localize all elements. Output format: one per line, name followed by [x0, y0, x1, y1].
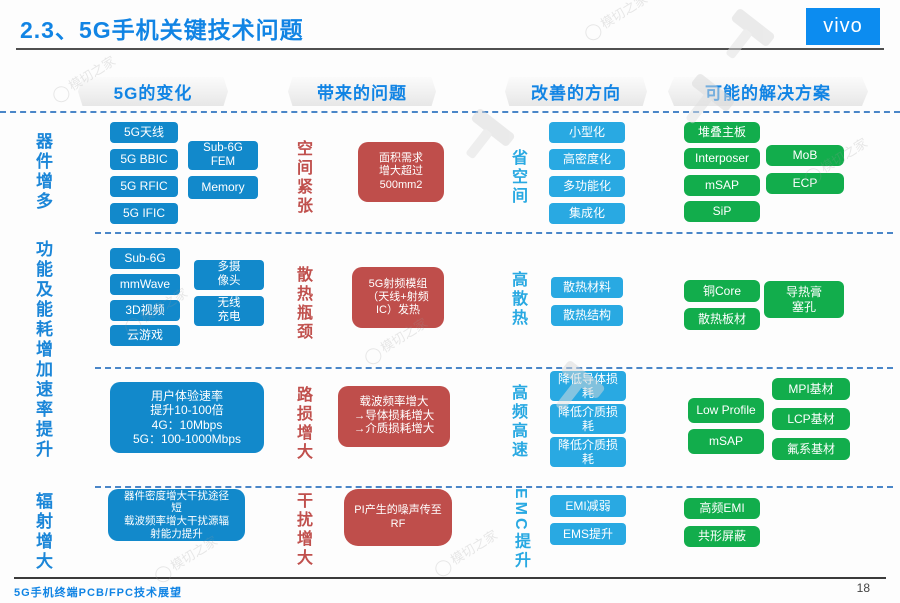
title-divider	[16, 48, 884, 50]
footer-title: 5G手机终端PCB/FPC技术展望	[14, 587, 182, 599]
vivo-logo: vivo	[806, 8, 880, 45]
problem-label-row4: 干扰增大	[294, 492, 311, 568]
watermark: 模切之家	[580, 0, 651, 43]
solution-box: 高频EMI	[684, 498, 760, 519]
solution-box: 共形屏蔽	[684, 526, 760, 547]
solution-box: 导热膏 塞孔	[764, 281, 844, 318]
footer-divider	[14, 577, 886, 579]
solution-box: mSAP	[688, 429, 764, 454]
change-box: 3D视频	[110, 300, 180, 321]
solution-box: ECP	[766, 173, 844, 194]
solution-box: mSAP	[684, 175, 760, 196]
problem-box-row4: PI产生的噪声传至 RF	[344, 489, 452, 546]
direction-box: 散热材料	[551, 277, 623, 298]
direction-box: 散热结构	[551, 305, 623, 326]
side-label-row4: 辐射增大	[33, 492, 52, 572]
change-box: 无线 充电	[194, 296, 264, 326]
change-box-row4: 器件密度增大干扰途径 短 载波频率增大干扰源辐 射能力提升	[108, 489, 245, 541]
row-dashed-divider-1	[95, 232, 893, 234]
change-box: 多摄 像头	[194, 260, 264, 290]
solution-box: LCP基材	[772, 408, 850, 430]
change-box: 5G BBIC	[110, 149, 178, 170]
solution-box: 铜Core	[684, 280, 760, 302]
column-header-problems: 带来的问题	[288, 77, 436, 106]
change-box: Memory	[188, 176, 258, 199]
direction-box: EMI减弱	[550, 495, 626, 517]
page-number: 18	[856, 581, 870, 595]
direction-box: 多功能化	[549, 176, 625, 197]
problem-label-row2: 散热瓶颈	[294, 266, 311, 342]
change-box: mmWave	[110, 274, 180, 295]
solution-box: 堆叠主板	[684, 122, 760, 143]
solution-box: 氟系基材	[772, 438, 850, 460]
problem-box-row2: 5G射频模组 （天线+射频 IC）发热	[352, 267, 444, 328]
direction-box: EMS提升	[550, 523, 626, 545]
solution-box: Interposer	[684, 148, 760, 169]
side-label-row2: 功能及能耗增加	[33, 240, 52, 380]
header-dashed-divider	[0, 111, 900, 113]
direction-box: 高密度化	[549, 149, 625, 170]
solution-box: Low Profile	[688, 398, 764, 423]
problem-label-row3: 路损增大	[294, 386, 311, 462]
solution-box: 散热板材	[684, 308, 760, 330]
problem-label-row1: 空间紧张	[294, 140, 311, 216]
direction-label-row4: EMC提升	[512, 488, 529, 571]
row-dashed-divider-3	[95, 486, 893, 488]
change-box: Sub-6G FEM	[188, 141, 258, 170]
side-label-row1: 器件增多	[33, 132, 52, 212]
column-header-direction: 改善的方向	[505, 77, 647, 106]
solution-box: SiP	[684, 201, 760, 222]
hammer-watermark-icon	[470, 107, 516, 148]
page-title: 2.3、5G手机关键技术问题	[20, 17, 304, 43]
change-box: Sub-6G	[110, 248, 180, 269]
direction-label-row2: 高散热	[509, 271, 526, 328]
change-box-row3: 用户体验速率 提升10-100倍 4G：10Mbps 5G：100-1000Mb…	[110, 382, 264, 453]
row-dashed-divider-2	[95, 367, 893, 369]
change-box: 云游戏	[110, 325, 180, 346]
direction-box: 集成化	[549, 203, 625, 224]
solution-box: MPI基材	[772, 378, 850, 400]
hammer-watermark-icon	[730, 7, 776, 48]
direction-box: 小型化	[549, 122, 625, 143]
direction-box: 降低介质损 耗	[550, 437, 626, 467]
column-header-changes: 5G的变化	[78, 77, 228, 106]
solution-box: MoB	[766, 145, 844, 166]
change-box: 5G RFIC	[110, 176, 178, 197]
problem-box-row3: 载波频率增大 →导体损耗增大 →介质损耗增大	[338, 386, 450, 447]
direction-label-row3: 高频高速	[509, 384, 526, 460]
side-label-row3: 速率提升	[33, 380, 52, 460]
direction-label-row1: 省空间	[509, 149, 526, 206]
change-box: 5G IFIC	[110, 203, 178, 224]
problem-box-row1: 面积需求 增大超过 500mm2	[358, 142, 444, 202]
change-box: 5G天线	[110, 122, 178, 143]
